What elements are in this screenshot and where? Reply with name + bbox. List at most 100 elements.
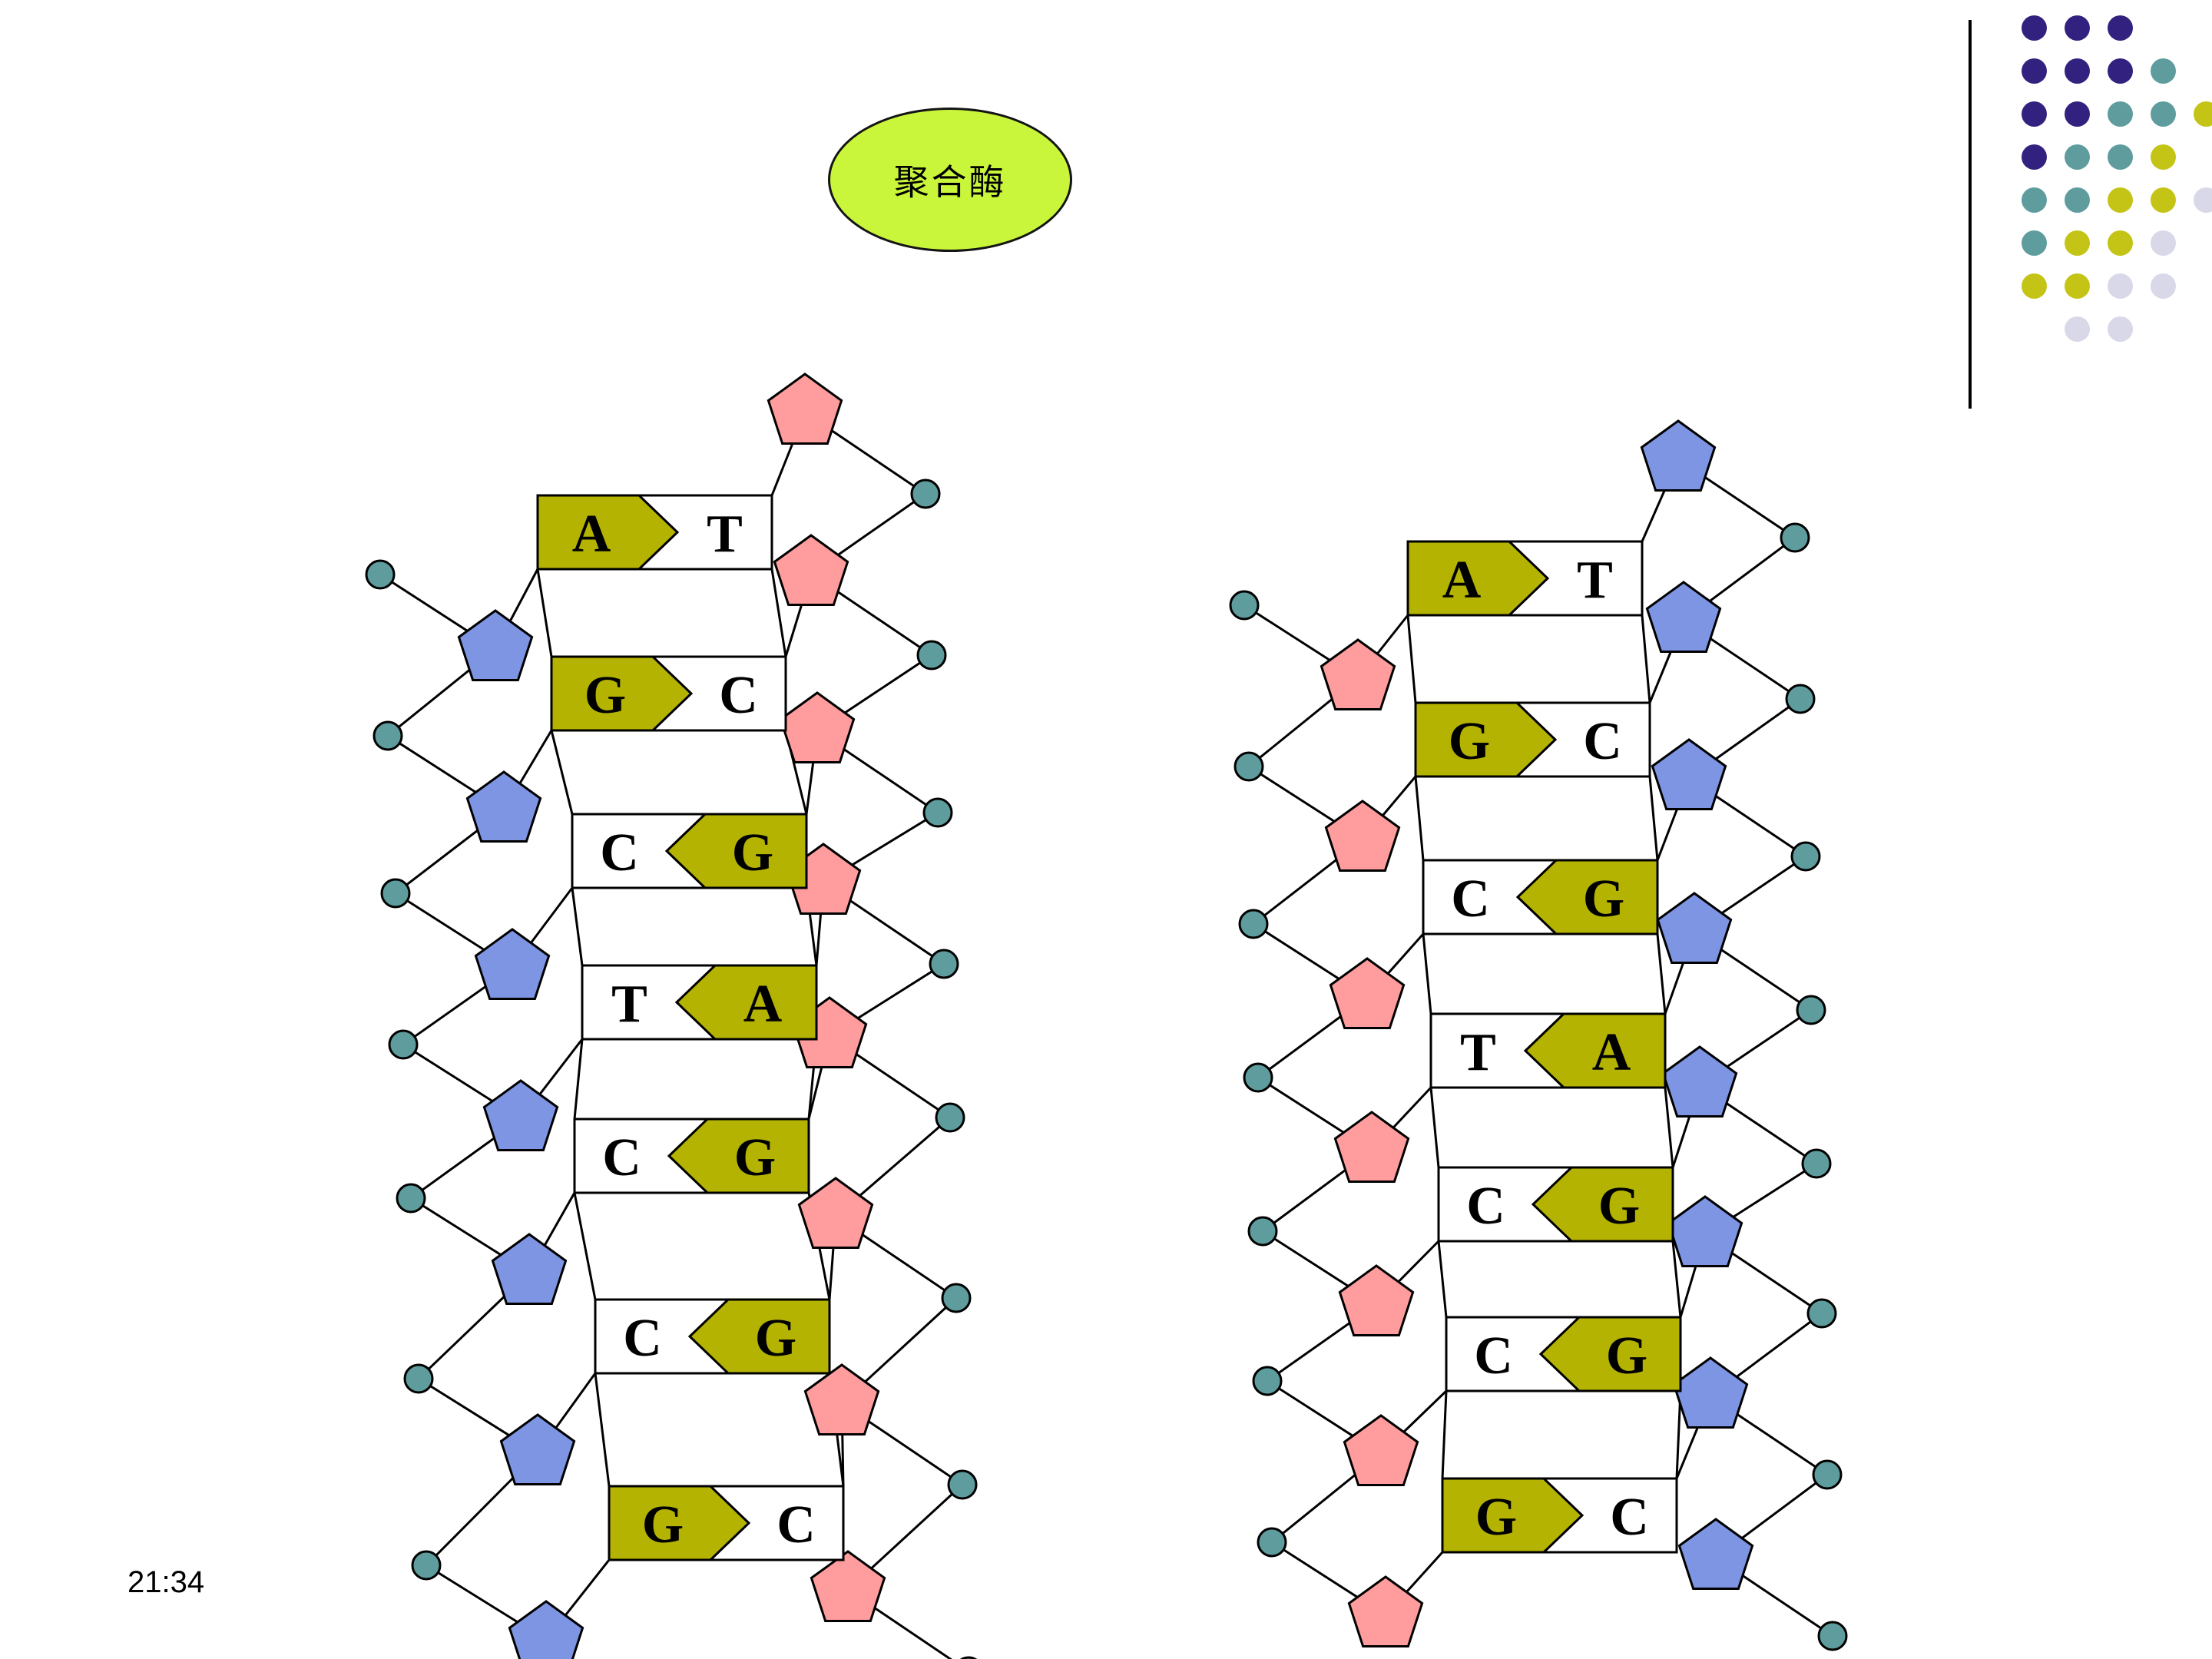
decorative-dot <box>2108 273 2133 299</box>
base-letter: C <box>1474 1326 1513 1386</box>
decorative-dot <box>2108 101 2133 127</box>
sugar-pentagon <box>803 1363 880 1435</box>
decorative-dot <box>2022 144 2047 170</box>
sugar-pentagon <box>1338 1264 1415 1336</box>
base-arrow <box>674 964 818 1041</box>
sugar-pentagon <box>773 534 849 606</box>
base-letter: T <box>707 505 743 564</box>
phosphate-circle <box>1257 1527 1287 1558</box>
sugar-pentagon <box>1343 1414 1419 1486</box>
base-arrow <box>550 655 694 732</box>
phosphate-circle <box>1796 995 1826 1025</box>
base-letter: G <box>732 823 773 882</box>
decorative-dot <box>2065 15 2090 41</box>
ladder-rail <box>1414 776 1425 861</box>
sugar-pentagon <box>1656 892 1733 964</box>
decorative-dot <box>2022 15 2047 41</box>
polymerase-callout: 聚合酶 <box>828 108 1072 252</box>
decorative-dot <box>2108 230 2133 256</box>
phosphate-circle <box>388 1029 419 1060</box>
decorative-dot <box>2108 144 2133 170</box>
base-letter: C <box>777 1495 816 1555</box>
base-arrow <box>687 1298 831 1375</box>
base-arrow <box>667 1118 810 1194</box>
sugar-pentagon <box>1645 581 1722 653</box>
decorative-dot <box>2108 316 2133 342</box>
ladder-rail <box>573 1038 584 1120</box>
decorative-dot <box>2065 187 2090 213</box>
base-letter: G <box>1475 1488 1517 1547</box>
sugar-pentagon <box>810 1550 886 1622</box>
base-letter: G <box>584 666 626 725</box>
ladder-rail <box>573 1192 597 1300</box>
phosphate-circle <box>1229 590 1260 621</box>
sugar-pentagon <box>1333 1111 1410 1183</box>
ladder-rail <box>1648 776 1659 861</box>
base-letter: T <box>611 975 647 1034</box>
phosphate-circle <box>1233 751 1264 782</box>
sugar-pentagon <box>1329 957 1406 1029</box>
decorative-dot <box>2022 230 2047 256</box>
phosphate-circle <box>1817 1621 1848 1651</box>
decorative-dot <box>2151 230 2176 256</box>
phosphate-circle <box>1247 1216 1278 1247</box>
polymerase-label: 聚合酶 <box>893 161 1007 203</box>
decorative-dot <box>2108 15 2133 41</box>
base-arrow <box>1531 1166 1674 1243</box>
phosphate-circle <box>1252 1366 1283 1396</box>
sugar-pentagon <box>767 373 843 445</box>
decorative-dot <box>2151 144 2176 170</box>
phosphate-circle <box>922 797 953 828</box>
decorative-dot <box>2022 58 2047 84</box>
ladder-rail <box>1641 614 1651 704</box>
phosphate-circle <box>373 720 403 751</box>
base-arrow <box>536 494 680 571</box>
backbone-line <box>1677 458 1833 1637</box>
phosphate-circle <box>935 1102 965 1133</box>
decorative-dot <box>2065 316 2090 342</box>
base-letter: C <box>1466 1177 1505 1236</box>
base-letter: C <box>600 823 639 882</box>
sugar-pentagon <box>1677 1518 1754 1590</box>
phosphate-circle <box>1780 522 1810 553</box>
decorative-dot <box>2151 273 2176 299</box>
base-letter: T <box>1460 1023 1496 1082</box>
decorative-dot <box>2065 144 2090 170</box>
base-letter: G <box>1606 1326 1647 1386</box>
ladder-rail <box>1441 1390 1448 1479</box>
base-letter: C <box>719 666 758 725</box>
sugar-pentagon <box>1320 638 1396 710</box>
decorative-dot <box>2151 58 2176 84</box>
phosphate-circle <box>1785 684 1816 714</box>
decorative-dot <box>2151 187 2176 213</box>
decorative-dot <box>2065 58 2090 84</box>
decorative-dot <box>2022 187 2047 213</box>
base-letter: C <box>1451 869 1490 929</box>
base-letter: G <box>1449 712 1490 771</box>
base-arrow <box>1523 1012 1667 1089</box>
sugar-pentagon <box>1672 1356 1749 1429</box>
phosphate-circle <box>1806 1298 1837 1329</box>
decorative-vertical-line <box>1969 20 1972 409</box>
phosphate-circle <box>396 1183 426 1214</box>
base-letter: A <box>572 505 611 564</box>
base-letter: C <box>1583 712 1622 771</box>
backbone-line <box>804 411 965 1659</box>
phosphate-circle <box>380 878 411 909</box>
base-letter: G <box>755 1309 796 1368</box>
decorative-dot <box>2151 101 2176 127</box>
ladder-rail <box>1664 1087 1674 1168</box>
phosphate-circle <box>411 1550 442 1581</box>
ladder-rail <box>1422 933 1432 1015</box>
ladder-rail <box>1671 1240 1682 1318</box>
decorative-dot <box>2108 187 2133 213</box>
sugar-pentagon <box>1661 1045 1738 1118</box>
phosphate-circle <box>1801 1148 1832 1179</box>
decorative-dot <box>2108 58 2133 84</box>
sugar-pentagon <box>508 1600 584 1659</box>
base-letter: A <box>1592 1023 1631 1082</box>
sugar-pentagon <box>797 1177 874 1249</box>
